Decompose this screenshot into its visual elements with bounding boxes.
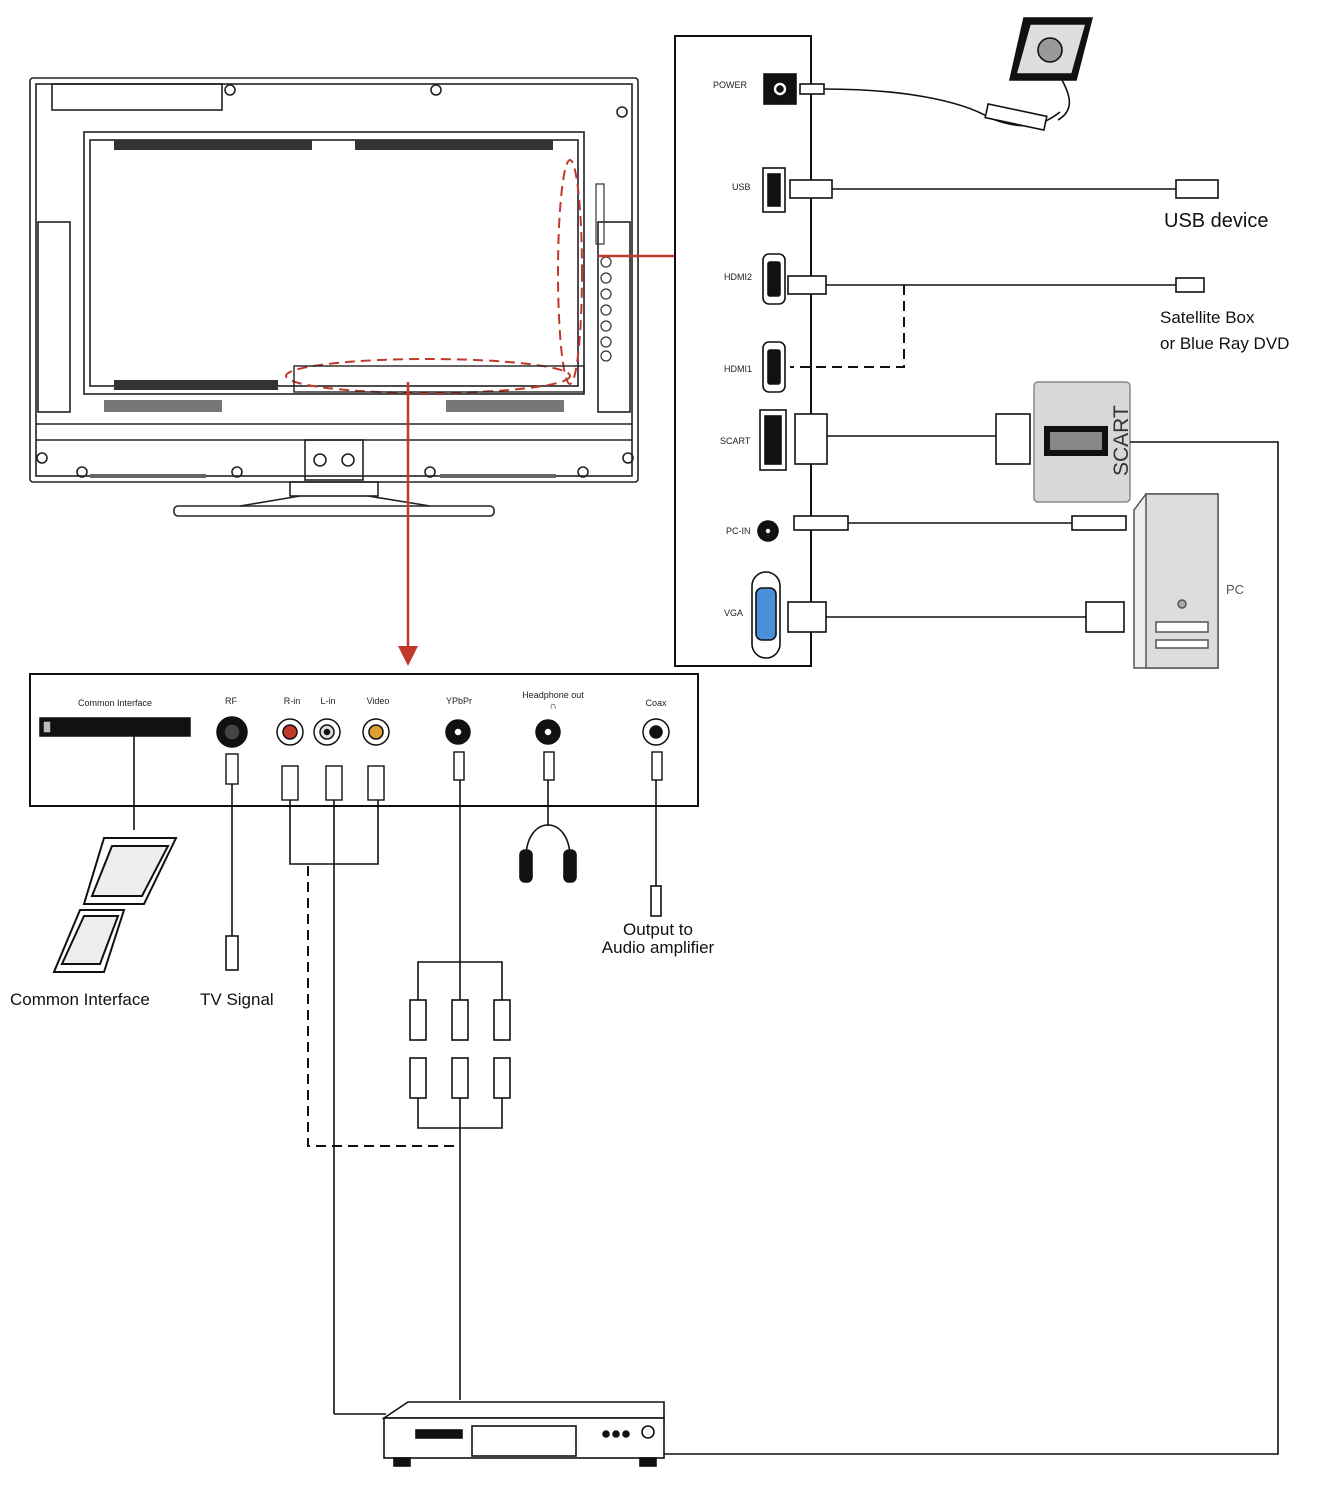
composite-dashed-link bbox=[307, 866, 460, 1147]
side-cables bbox=[787, 17, 1219, 633]
ci-card bbox=[52, 837, 178, 973]
common-interface-card-label: Common Interface bbox=[10, 990, 150, 1009]
scart-adapter-label: SCART bbox=[1110, 405, 1133, 476]
output-to-label: Output to bbox=[623, 920, 693, 939]
headphone-out-port-label: Headphone out bbox=[522, 690, 584, 700]
ypbpr-port-label: YPbPr bbox=[445, 696, 473, 706]
hdmi-dashed-link bbox=[790, 285, 905, 368]
scart-adapter bbox=[1033, 381, 1131, 503]
pc-tower bbox=[1133, 493, 1219, 669]
coax-port-label: Coax bbox=[645, 698, 667, 708]
bottom-panel bbox=[29, 673, 699, 807]
l-in-port-label: L-in bbox=[320, 696, 336, 706]
scart-port-label: SCART bbox=[720, 436, 751, 446]
bottom-cables bbox=[133, 441, 1279, 1455]
side-ports bbox=[751, 73, 797, 659]
vga-port-label: VGA bbox=[724, 608, 744, 618]
usb-device-label: USB device bbox=[1164, 210, 1269, 232]
dvd-player bbox=[381, 1401, 665, 1467]
common-interface-port-label: Common Interface bbox=[77, 698, 153, 708]
r-in-port-label: R-in bbox=[283, 696, 301, 706]
hdmi2-port-label: HDMI2 bbox=[724, 272, 753, 282]
highlight-ellipses bbox=[285, 159, 583, 394]
usb-port-label: USB bbox=[732, 182, 751, 192]
blue-ray-dvd-label: or Blue Ray DVD bbox=[1160, 334, 1290, 353]
tv-back bbox=[29, 77, 639, 517]
satellite-box-label: Satellite Box bbox=[1160, 308, 1255, 327]
tv-signal-label: TV Signal bbox=[200, 990, 274, 1009]
side-panel bbox=[674, 35, 812, 667]
pc-label: PC bbox=[1226, 582, 1245, 597]
power-port-label: POWER bbox=[713, 80, 748, 90]
hdmi1-port-label: HDMI1 bbox=[724, 364, 753, 374]
bottom-plugs bbox=[225, 751, 663, 801]
pc-in-port-label: PC-IN bbox=[726, 526, 751, 536]
tv-side-buttons bbox=[595, 183, 612, 362]
bottom-ports bbox=[39, 716, 670, 748]
tv-vents bbox=[90, 140, 564, 478]
video-port-label: Video bbox=[366, 696, 390, 706]
rf-port-label: RF bbox=[225, 696, 237, 706]
audio-amplifier-label: Audio amplifier bbox=[601, 938, 715, 957]
headphone-icon: ∩ bbox=[549, 701, 557, 712]
